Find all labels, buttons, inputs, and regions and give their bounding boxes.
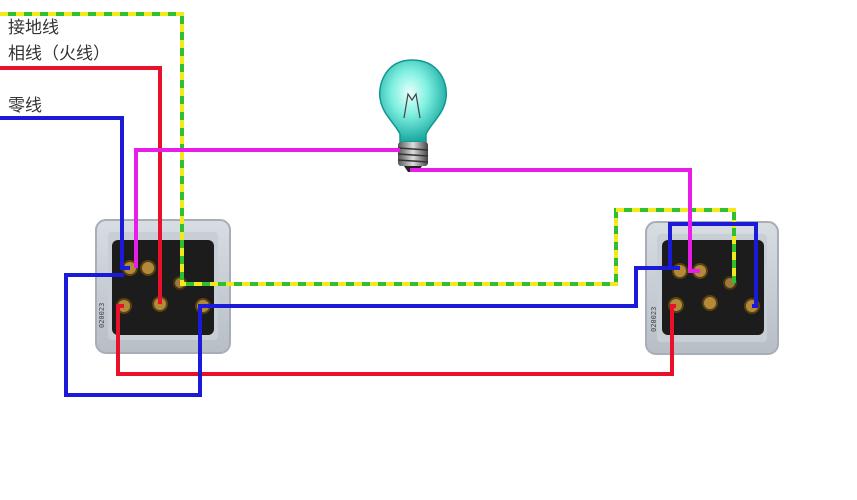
control-wire xyxy=(134,148,700,273)
right-terminal-icon xyxy=(702,295,718,311)
ground-wire xyxy=(0,12,736,286)
right-switch-code: 020023 xyxy=(650,307,658,332)
right-switch: 020023 xyxy=(645,221,779,355)
ground-wire-label: 接地线 xyxy=(8,18,59,38)
light-bulb-icon xyxy=(378,59,448,172)
live-wire xyxy=(0,66,676,376)
left-switch-code: 020023 xyxy=(98,303,106,328)
left-terminal-icon xyxy=(140,260,156,276)
live-wire-label: 相线（火线） xyxy=(8,44,110,64)
neutral-wire-label: 零线 xyxy=(8,96,42,116)
neutral-wire xyxy=(0,116,758,397)
right-switch-body xyxy=(662,240,764,335)
